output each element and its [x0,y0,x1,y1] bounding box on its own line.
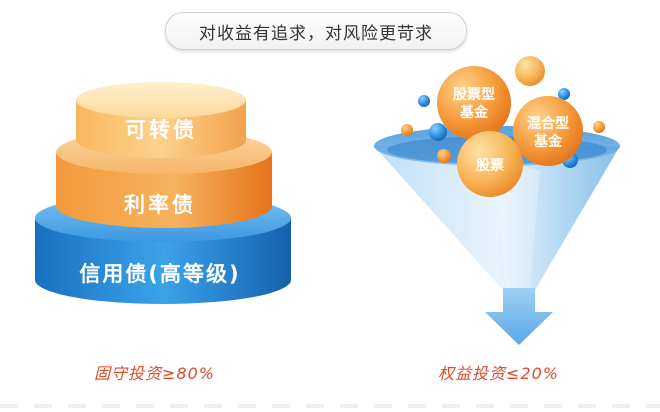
caption-fixed-income: 固守投资≥80% [94,364,215,383]
caption-equity: 权益投资≤20% [438,364,559,383]
funnel-arrow [485,288,553,345]
bubble-stock-fund-line2: 基金 [460,104,489,121]
bubble-stock-fund: 股票型 基金 [437,66,511,140]
bubble-mixed-fund: 混合型 基金 [513,96,583,166]
tier-label-rate: 利率债 [124,193,196,217]
header-title: 对收益有追求，对风险更苛求 [199,23,433,44]
bubble-stock: 股票 [457,131,523,197]
tier-label-credit: 信用债(高等级) [79,262,240,286]
bottom-divider [0,404,660,408]
bubble-mixed-fund-line2: 基金 [534,133,563,150]
bubble-mixed-fund-line1: 混合型 [527,115,569,132]
decorative-balls [401,56,605,168]
header-pill: 对收益有追求，对风险更苛求 [165,12,467,50]
bubble-stock-fund-line1: 股票型 [453,86,495,103]
bubble-stock-label: 股票 [476,158,504,174]
tier-label-convertible: 可转债 [125,118,197,142]
top-cylinder-light [76,82,246,158]
